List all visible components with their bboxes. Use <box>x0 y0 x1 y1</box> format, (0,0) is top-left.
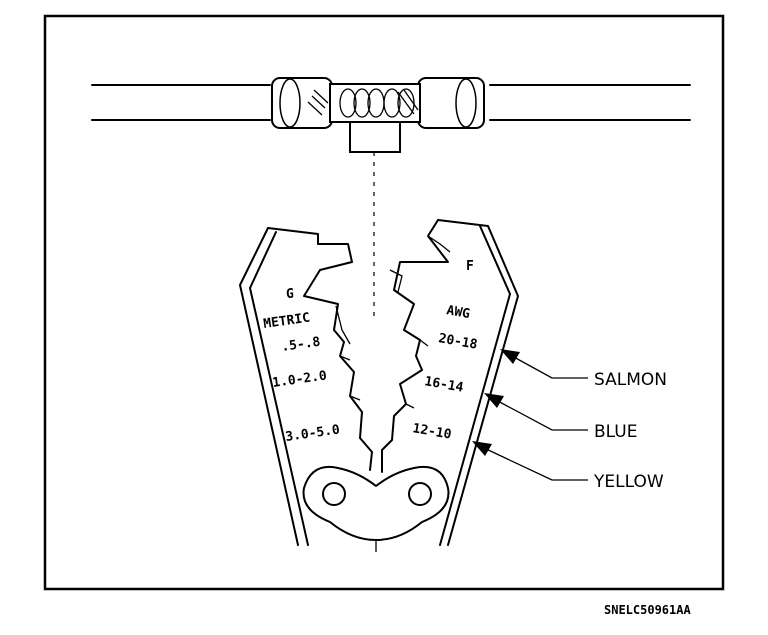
metric-heading: METRIC <box>262 311 311 332</box>
callout-yellow: YELLOW <box>472 441 664 492</box>
awg-size-medium: 16-14 <box>423 374 464 396</box>
crimp-tool <box>239 219 519 552</box>
metric-size-large: 3.0-5.0 <box>284 422 341 445</box>
figure-reference: SNELC50961AA <box>604 603 691 617</box>
callout-label-yellow: YELLOW <box>593 472 664 492</box>
awg-size-large: 12-10 <box>411 421 452 443</box>
metric-size-small: .5-.8 <box>280 335 321 355</box>
figure-frame <box>43 14 725 591</box>
awg-size-small: 20-18 <box>437 331 478 353</box>
callout-label-blue: BLUE <box>594 422 637 442</box>
die-label-f: F <box>466 259 474 274</box>
awg-heading: AWG <box>445 303 471 322</box>
wire-splice <box>91 77 691 318</box>
die-label-g: G <box>286 287 294 302</box>
callout-blue: BLUE <box>484 393 637 442</box>
metric-size-medium: 1.0-2.0 <box>271 368 328 391</box>
callout-salmon: SALMON <box>500 349 667 390</box>
callout-label-salmon: SALMON <box>594 370 667 390</box>
